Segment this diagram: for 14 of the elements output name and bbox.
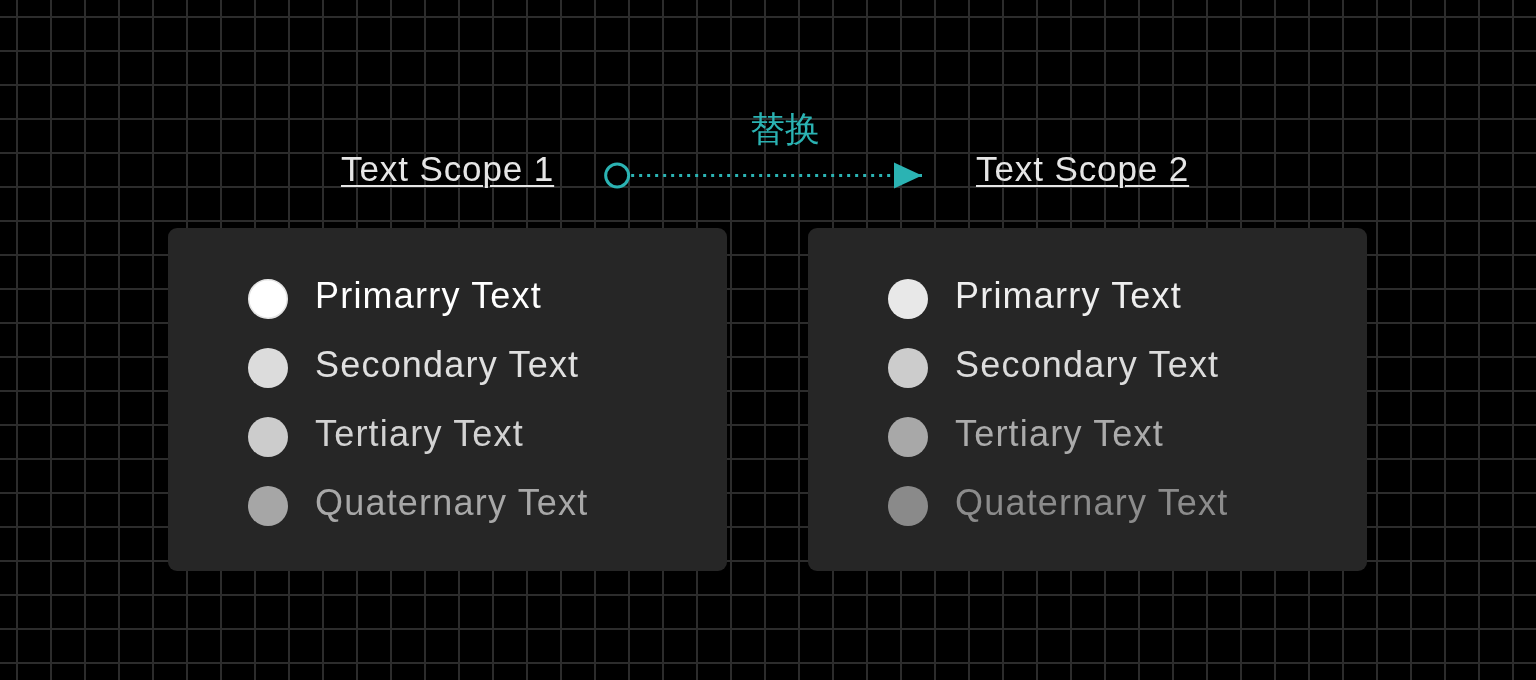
heading: Text Scope 1 — [341, 151, 555, 186]
item-text: Quaternary Text — [315, 485, 589, 521]
item-text: Quaternary Text — [955, 485, 1229, 521]
edge-label: 替换 — [750, 111, 820, 147]
item-text: Tertiary Text — [955, 416, 1164, 452]
arrow — [604, 162, 922, 189]
item-text: Tertiary Text — [315, 416, 524, 452]
heading: Text Scope 2 — [976, 151, 1190, 186]
panel — [808, 228, 1367, 571]
item-text: Secondary Text — [315, 347, 580, 383]
item-text: Secondary Text — [955, 347, 1220, 383]
panel — [168, 228, 727, 571]
item-text: Primarry Text — [955, 278, 1182, 314]
item-text: Primarry Text — [315, 278, 542, 314]
